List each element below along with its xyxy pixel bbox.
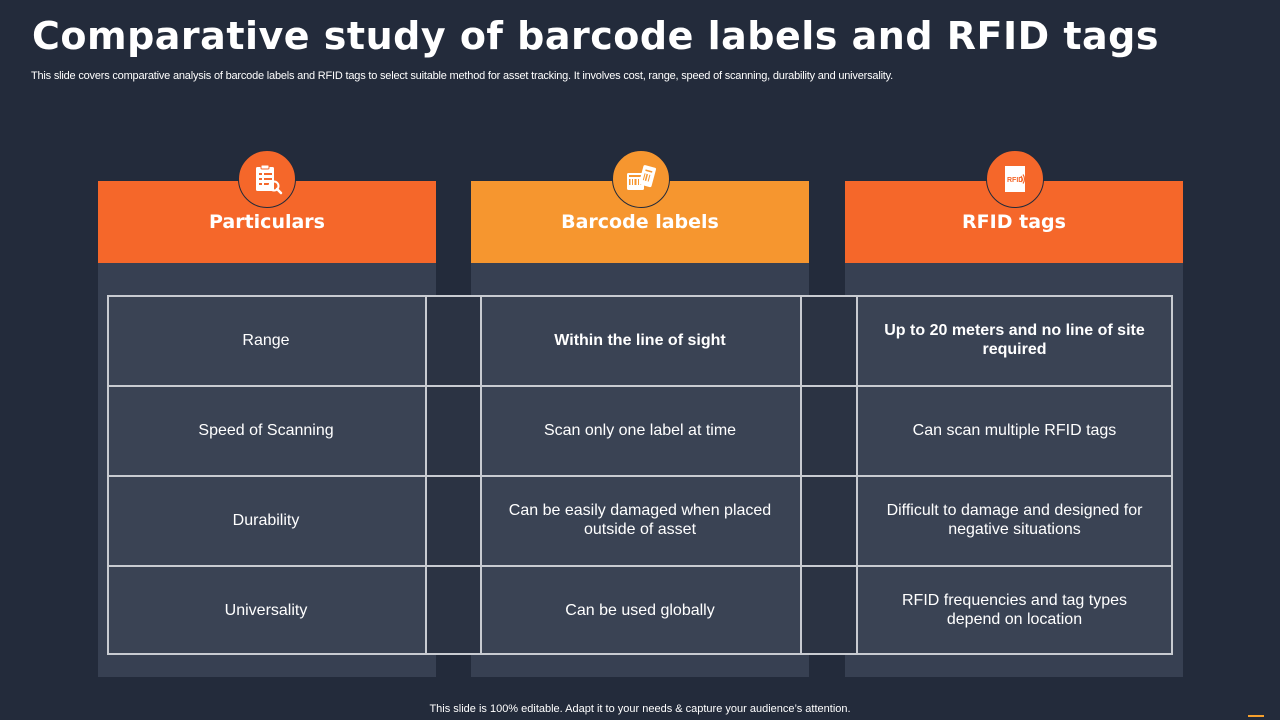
barcode-cell-text: Scan only one label at time (543, 421, 737, 439)
barcode-cell: Scan only one label at time (480, 385, 800, 475)
particular-cell: Range (107, 295, 425, 385)
particular-cell-text: Universality (224, 601, 308, 619)
particular-cell: Durability (107, 475, 425, 565)
barcode-cell: Within the line of sight (480, 295, 800, 385)
barcode-cell: Can be easily damaged when placed outsid… (480, 475, 800, 565)
table-row-divider (107, 653, 1173, 655)
table-column-divider (480, 295, 482, 655)
particular-cell-text: Speed of Scanning (198, 421, 334, 439)
rfid-cell: Up to 20 meters and no line of site requ… (856, 295, 1173, 385)
column-gap (800, 475, 856, 565)
column-gap (425, 295, 480, 385)
particulars-header-label: Particulars (208, 211, 325, 233)
slide-footer: This slide is 100% editable. Adapt it to… (429, 703, 851, 715)
rfid-cell-text: RFID frequencies and tag types depend on… (901, 592, 1127, 628)
table-column-divider (856, 295, 858, 655)
rfid-header-label: RFID tags (962, 211, 1066, 233)
barcode-cell-text: Can be easily damaged when placed outsid… (508, 502, 772, 538)
table-row-divider (107, 565, 1173, 567)
column-gap (800, 385, 856, 475)
column-gap (425, 565, 480, 655)
column-gap (800, 565, 856, 655)
table-row-divider (107, 475, 1173, 477)
barcode-cell-text: Can be used globally (565, 601, 715, 619)
particular-cell: Universality (107, 565, 425, 655)
slide-subtitle: This slide covers comparative analysis o… (31, 70, 894, 82)
column-gap (800, 295, 856, 385)
particular-cell: Speed of Scanning (107, 385, 425, 475)
rfid-tag-icon: RFID (986, 150, 1044, 208)
column-gap (425, 385, 480, 475)
particular-cell-text: Range (242, 331, 290, 349)
slide-title: Comparative study of barcode labels and … (32, 14, 1160, 58)
rfid-cell: RFID frequencies and tag types depend on… (856, 565, 1173, 655)
barcode-cell-text: Within the line of sight (554, 331, 726, 349)
comparison-table: Range Within the line of sight Up to 20 me… (107, 295, 1173, 656)
table-column-divider (1171, 295, 1173, 655)
rfid-cell-text: Up to 20 meters and no line of site requ… (884, 322, 1145, 358)
barcode-label-icon (612, 150, 670, 208)
table-row-divider (107, 295, 1173, 297)
barcode-cell: Can be used globally (480, 565, 800, 655)
barcode-header-label: Barcode labels (561, 211, 719, 233)
rfid-cell: Can scan multiple RFID tags (856, 385, 1173, 475)
rfid-icon-text: RFID (1007, 177, 1023, 184)
particular-cell-text: Durability (232, 511, 300, 529)
table-column-divider (107, 295, 109, 655)
corner-accent-mark (1248, 715, 1264, 717)
rfid-cell: Difficult to damage and designed for neg… (856, 475, 1173, 565)
rfid-cell-text: Can scan multiple RFID tags (912, 421, 1117, 439)
rfid-cell-text: Difficult to damage and designed for neg… (886, 502, 1143, 538)
table-column-divider (800, 295, 802, 655)
clipboard-checklist-icon (238, 150, 296, 208)
table-row-divider (107, 385, 1173, 387)
table-column-divider (425, 295, 427, 655)
column-gap (425, 475, 480, 565)
